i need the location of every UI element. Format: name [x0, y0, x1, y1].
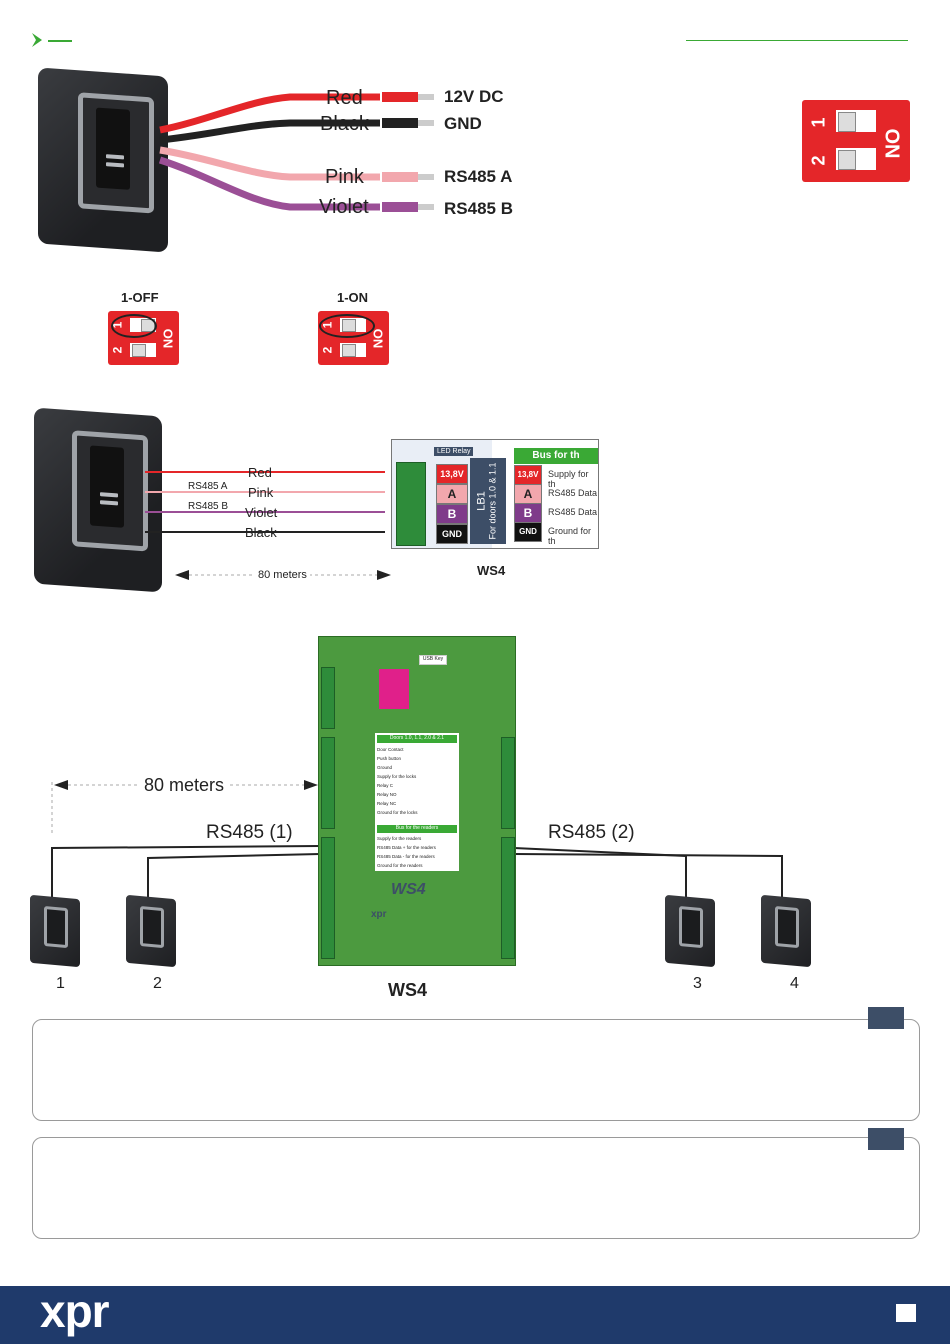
network-reader-3: [665, 894, 715, 968]
cable-label-violet: Violet: [245, 505, 278, 520]
network-bus-left: RS485 (1): [206, 822, 293, 843]
note-box-1-tab: [868, 1007, 904, 1029]
ws4-desc-data-minus: RS485 Data: [548, 507, 598, 517]
ws4-bus-a: A: [514, 484, 542, 504]
ws4-desc-supply: Supply for th: [548, 469, 589, 489]
ws4-term-gnd: GND: [436, 524, 468, 544]
cable-lines: [145, 471, 391, 580]
ws4-led-relay: LED Relay: [434, 447, 474, 456]
note-box-1: [32, 1019, 920, 1121]
ws4-board-usb-key: USB Key: [419, 655, 447, 665]
network-distance: 80 meters: [140, 775, 229, 796]
signal-label-rs485b: RS485 B: [444, 199, 513, 218]
reader-number-1: 1: [56, 975, 65, 992]
dip-switch-on: 1 2 ON: [318, 311, 389, 365]
ws4-bus-13v8: 13,8V: [514, 465, 542, 485]
note-box-2: [32, 1137, 920, 1239]
ws4-board-bus-row: RS485 Data - for the readers: [377, 854, 435, 859]
dip-switch-off: 1 2 ON: [108, 311, 179, 365]
signal-label-gnd: GND: [444, 114, 482, 133]
note-box-2-tab: [868, 1128, 904, 1150]
network-reader-1: [30, 894, 80, 968]
footer-logo: xpr: [40, 1285, 110, 1337]
ws4-desc-ground: Ground for th: [548, 526, 592, 546]
ws4-board-door-row: Relay C: [377, 783, 394, 788]
ws4-board-door-row: Relay NC: [377, 801, 397, 806]
ws4-lb1-title: LB1: [476, 491, 489, 511]
ws4-lb1-block: [470, 458, 506, 544]
dip-off-num-2: 2: [110, 346, 125, 354]
cable-label-rs485a: RS485 A: [188, 481, 228, 492]
dip-on-num-2: 2: [320, 346, 335, 354]
ws4-board-bus-title: Bus for the readers: [377, 825, 457, 833]
dip-on-state-label: 1-ON: [337, 290, 369, 305]
dip-off-on-label: ON: [160, 328, 176, 349]
ws4-bus-b: B: [514, 503, 542, 523]
ws4-board-door-row: Ground: [377, 765, 393, 770]
reader-number-2: 2: [153, 975, 162, 992]
dip-num-2: 2: [808, 155, 829, 166]
network-caption: WS4: [388, 980, 428, 1000]
network-bus-lines: [51, 780, 783, 900]
ws4-board-logo: WS4: [391, 881, 426, 898]
reader-number-3: 3: [693, 975, 702, 992]
wire-label-red: Red: [326, 87, 363, 109]
ws4-excerpt-caption: WS4: [477, 563, 506, 578]
ws4-lb1-sub: For doors 1.0 & 1.1: [488, 462, 499, 540]
ws4-board-brand: xpr: [371, 909, 387, 920]
ws4-term-13v8: 13,8V: [436, 464, 468, 484]
wire-label-black: Black: [320, 113, 369, 135]
ws4-board-door-row: Supply for the locks: [377, 774, 417, 779]
wire-label-pink: Pink: [325, 166, 364, 188]
network-bus-right: RS485 (2): [548, 822, 635, 843]
dip-switch-large: 1 2 ON: [802, 100, 910, 182]
ws4-term-a: A: [436, 484, 468, 504]
wire-fan: [158, 92, 434, 212]
dip-off-label: 1-OFF: [121, 290, 159, 305]
ws4-green-connector: [396, 462, 426, 546]
network-reader-2: [126, 894, 176, 968]
ws4-board-bus-row: Supply for the readers: [377, 836, 422, 841]
cable-label-red: Red: [248, 465, 272, 480]
ws4-board-doors-title: Doors 1.0, 1.1, 2.0 & 2.1: [377, 735, 457, 743]
dip-on-on-label: ON: [370, 328, 386, 349]
ws4-board-door-row: Push button: [377, 756, 402, 761]
footer-page-box: [896, 1304, 916, 1322]
dip-num-1: 1: [808, 117, 829, 128]
ws4-board-door-row: Door Contact: [377, 747, 404, 752]
ws4-board-door-row: Ground for the locks: [377, 810, 418, 815]
reader-number-4: 4: [790, 975, 799, 992]
cable-label-black: Black: [245, 525, 277, 540]
wire-label-violet: Violet: [319, 196, 369, 218]
dip-on-label: ON: [880, 128, 903, 159]
reader-medium: [34, 407, 162, 593]
ws4-excerpt: LED Relay 13,8V A B GND LB1 For doors 1.…: [391, 439, 599, 549]
ws4-board: USB Key Doors 1.0, 1.1, 2.0 & 2.1 Door C…: [318, 636, 516, 966]
footer-bar: [0, 1286, 950, 1344]
ws4-board-bus-row: RS485 Data + for the readers: [377, 845, 436, 850]
reader-large: [38, 67, 168, 253]
cable-label-rs485b: RS485 B: [188, 501, 229, 512]
ws4-term-b: B: [436, 504, 468, 524]
ws4-board-door-row: Relay NO: [377, 792, 397, 797]
header-arrow-icon: [30, 32, 50, 48]
ws4-bus-gnd: GND: [514, 522, 542, 542]
header-line-left: [48, 40, 72, 42]
signal-label-12v: 12V DC: [444, 87, 504, 106]
cable-distance: 80 meters: [255, 569, 310, 581]
ws4-desc-data-plus: RS485 Data: [548, 488, 598, 498]
header-line-right: [686, 40, 908, 41]
network-reader-4: [761, 894, 811, 968]
cable-label-pink: Pink: [248, 485, 274, 500]
ws4-bus-title: Bus for th: [514, 448, 598, 464]
signal-label-rs485a: RS485 A: [444, 167, 513, 186]
ws4-board-bus-row: Ground for the readers: [377, 863, 423, 868]
